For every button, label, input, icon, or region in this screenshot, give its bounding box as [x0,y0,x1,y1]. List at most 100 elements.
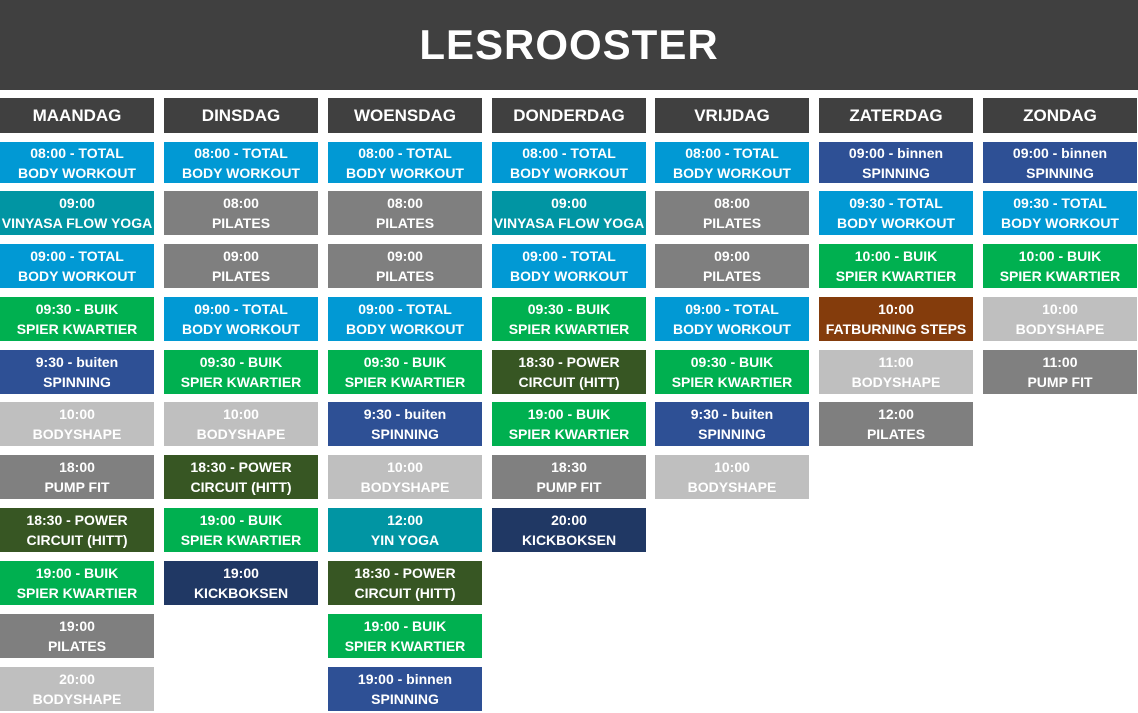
class-name: BODY WORKOUT [837,215,955,231]
class-time: 19:00 - BUIK [199,512,283,528]
class-slot-total: 09:00 - TOTAL BODY WORKOUT [655,297,809,341]
class-name: BODY WORKOUT [346,164,464,181]
class-name: PUMP FIT [44,479,110,495]
class-time: 9:30 - buiten [690,406,774,422]
class-time: 08:00 - TOTAL [358,144,452,161]
class-name: BODY WORKOUT [1001,215,1119,231]
class-name: BODYSHAPE [851,374,941,390]
class-time: 10:00 [1042,301,1078,317]
class-name: SPIER KWARTIER [835,268,957,284]
class-name: BODYSHAPE [687,479,777,495]
class-name: SPINNING [371,426,439,442]
class-name: BODY WORKOUT [510,268,628,284]
class-name: BODY WORKOUT [510,164,628,181]
class-name: SPINNING [43,374,111,390]
class-time: 18:30 [551,459,587,475]
class-time: 18:30 - POWER [190,459,292,475]
class-time: 10:00 - BUIK [854,248,938,264]
class-name: PUMP FIT [1027,374,1093,390]
class-slot-total: 08:00 - TOTAL BODY WORKOUT [328,142,482,183]
class-time: 20:00 [551,512,587,528]
class-name: BODYSHAPE [196,426,286,442]
class-time: 19:00 - BUIK [363,618,447,634]
class-time: 10:00 [878,301,914,317]
class-time: 08:00 - TOTAL [194,144,288,161]
class-time: 18:30 - POWER [26,512,128,528]
page-title: LESROOSTER [0,0,1138,90]
class-name: VINYASA FLOW YOGA [1,215,153,231]
class-time: 9:30 - buiten [363,406,447,422]
day-header: VRIJDAG [655,98,809,133]
class-name: PILATES [211,215,271,231]
class-time: 18:30 - POWER [354,565,456,581]
class-time: 20:00 [59,671,95,687]
class-time: 12:00 [878,406,914,422]
class-time: 09:30 - BUIK [363,354,447,370]
class-time: 18:30 - POWER [518,354,620,370]
class-name: SPIER KWARTIER [508,426,630,442]
class-time: 08:00 - TOTAL [30,144,124,161]
class-time: 09:00 - TOTAL [358,301,452,317]
class-name: CIRCUIT (HITT) [26,532,128,548]
class-time: 10:00 - BUIK [1018,248,1102,264]
class-time: 09:30 - TOTAL [1013,195,1107,211]
class-time: 08:00 [387,195,423,211]
class-slot-total: 09:30 - TOTAL BODY WORKOUT [983,191,1137,235]
class-slot-total: 08:00 - TOTAL BODY WORKOUT [0,142,154,183]
class-name: BODYSHAPE [360,479,450,495]
class-time: 10:00 [387,459,423,475]
class-time: 09:00 - TOTAL [30,248,124,264]
class-name: BODY WORKOUT [673,321,791,337]
class-name: BODY WORKOUT [18,164,136,181]
class-name: BODY WORKOUT [673,164,791,181]
class-name: BODY WORKOUT [182,321,300,337]
class-name: BODY WORKOUT [346,321,464,337]
class-name: SPIER KWARTIER [16,585,138,601]
class-time: 10:00 [714,459,750,475]
class-time: 08:00 [223,195,259,211]
class-time: 9:30 - buiten [35,354,119,370]
class-name: SPIER KWARTIER [180,374,302,390]
class-time: 09:00 - TOTAL [685,301,779,317]
class-time: 18:00 [59,459,95,475]
class-time: 09:30 - BUIK [527,301,611,317]
day-header: WOENSDAG [328,98,482,133]
class-name: SPIER KWARTIER [344,374,466,390]
day-header: ZONDAG [983,98,1137,133]
class-name: SPINNING [862,164,930,181]
class-slot-power: 18:30 - POWER CIRCUIT (HITT) [492,350,646,394]
class-name: CIRCUIT (HITT) [518,374,620,390]
day-header: DINSDAG [164,98,318,133]
class-time: 19:00 - BUIK [527,406,611,422]
class-name: SPIER KWARTIER [16,321,138,337]
